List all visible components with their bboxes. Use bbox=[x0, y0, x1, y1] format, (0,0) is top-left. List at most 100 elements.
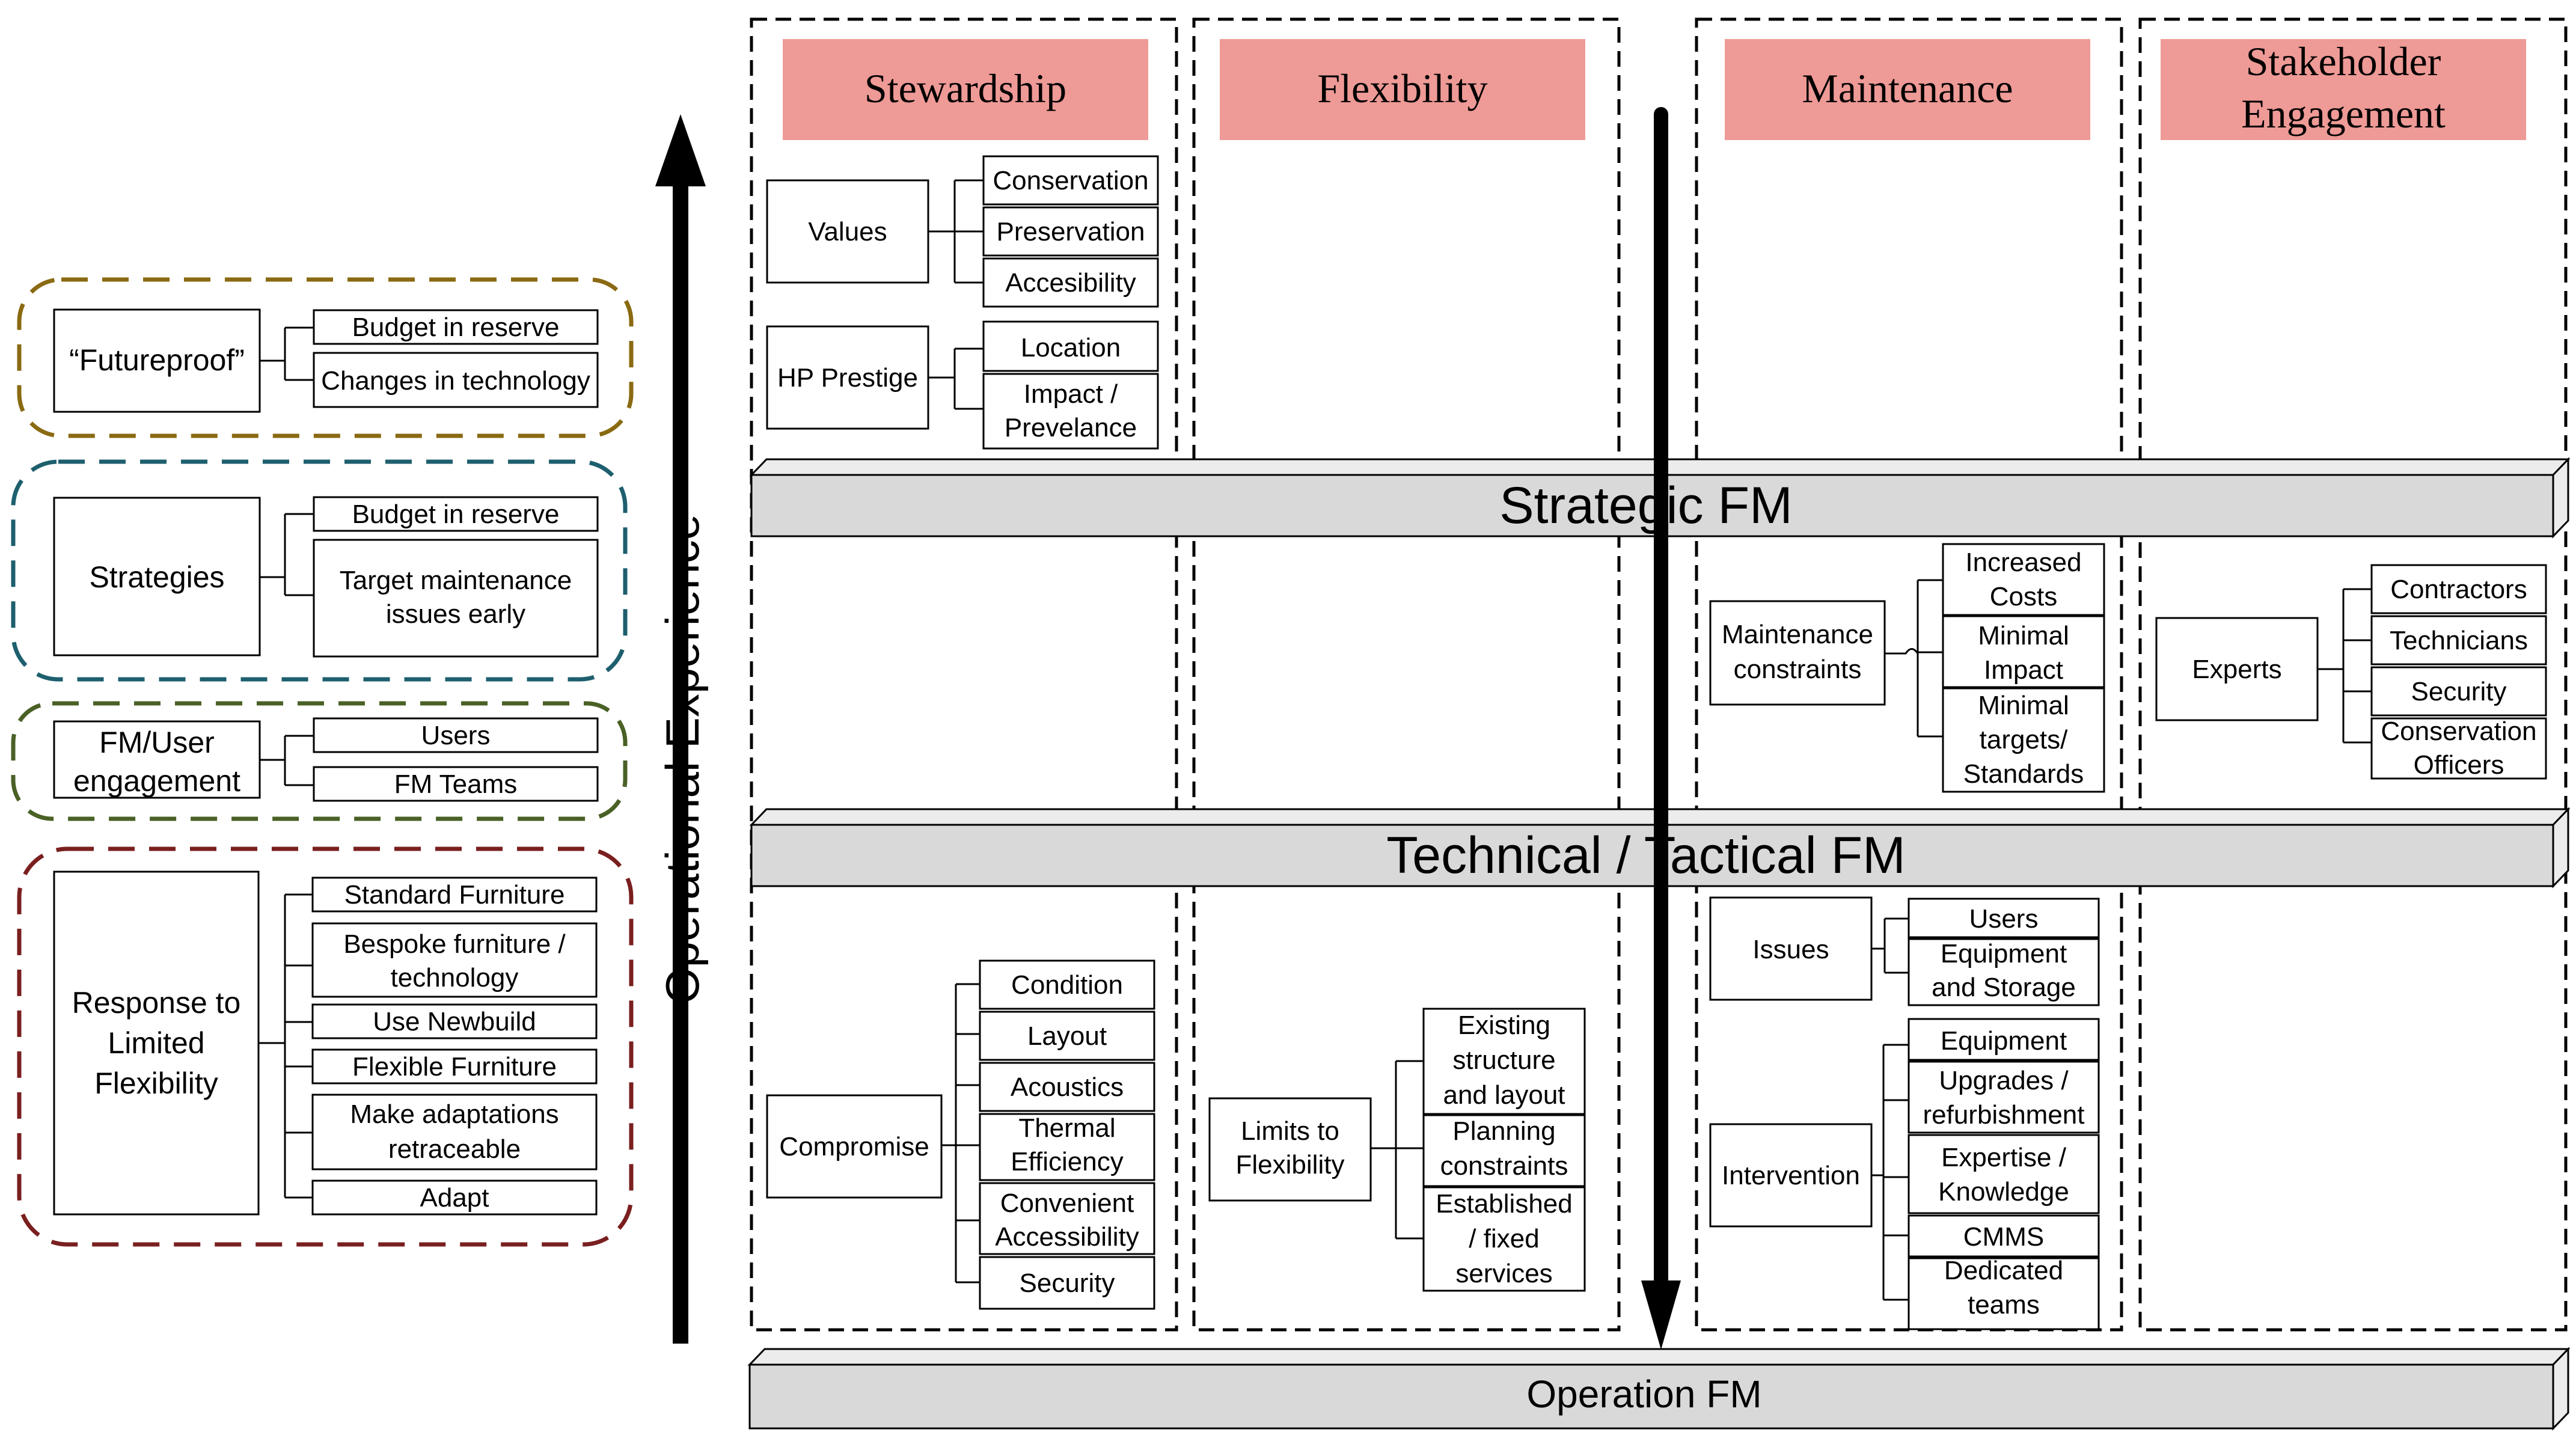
issues-box bbox=[1709, 896, 1873, 1001]
futureproof-label: “Futureproof” bbox=[69, 343, 245, 377]
experts-connector bbox=[2317, 588, 2372, 744]
engagement-item-box bbox=[313, 766, 599, 802]
engagement-label-1: FM/User bbox=[99, 726, 215, 759]
arrow-up-icon bbox=[655, 114, 706, 186]
flexibility-limits: Limits to Flexibility Existing structure… bbox=[1208, 1008, 1586, 1292]
group-strategies-frame bbox=[11, 459, 628, 682]
maintenance-constraints: Maintenance constraints Increased Costs … bbox=[1709, 543, 2105, 793]
constraints-item-1b: Costs bbox=[1990, 582, 2057, 611]
strategies-item-box bbox=[313, 539, 599, 658]
futureproof-item-box bbox=[313, 309, 599, 345]
compromise-item-3: Acoustics bbox=[1011, 1072, 1124, 1102]
issues-item-2: Equipment bbox=[1941, 939, 2067, 968]
tactical-label: Technical / Tactical FM bbox=[1386, 827, 1906, 884]
level-strategic: Strategic FM bbox=[749, 457, 2571, 539]
experts-item-2: Technicians bbox=[2390, 626, 2528, 655]
prestige-item-2: Impact / bbox=[1024, 379, 1118, 409]
compromise-item-box bbox=[979, 1256, 1155, 1310]
constraints-item-3: Minimal bbox=[1978, 691, 2069, 720]
response-item-2: Bespoke furniture / bbox=[343, 929, 566, 959]
header-maintenance bbox=[1725, 39, 2090, 140]
group-response-frame bbox=[17, 846, 634, 1247]
compromise-item-4: Thermal bbox=[1018, 1113, 1115, 1143]
engagement-label-2: engagement bbox=[73, 764, 240, 798]
limits-box bbox=[1208, 1097, 1372, 1202]
futureproof-item-box bbox=[313, 352, 599, 408]
operation-bar bbox=[748, 1363, 2554, 1430]
strategies-item-2: Target maintenance bbox=[340, 566, 572, 595]
maintenance-intervention: Intervention Equipment Upgrades / refurb… bbox=[1709, 1018, 2100, 1330]
intervention-item-box bbox=[1908, 1214, 2100, 1258]
limits-label-1: Limits to bbox=[1241, 1116, 1339, 1146]
constraints-item-1: Increased bbox=[1965, 548, 2081, 577]
header-maintenance-label: Maintenance bbox=[1802, 66, 2013, 111]
compromise-item-4b: Efficiency bbox=[1011, 1147, 1124, 1176]
stewardship-values: Values Conservation Preservation Accesib… bbox=[766, 155, 1159, 308]
compromise-item-box bbox=[979, 1062, 1155, 1112]
engagement-item-box bbox=[313, 717, 599, 753]
column-stewardship-frame bbox=[750, 17, 1178, 1332]
response-item-1: Standard Furniture bbox=[344, 880, 565, 910]
group-futureproof: “Futureproof” Budget in reserve Changes … bbox=[17, 277, 634, 438]
limits-connector bbox=[1371, 1060, 1424, 1240]
values-box bbox=[766, 179, 929, 284]
compromise-item-5b: Accessibility bbox=[995, 1222, 1139, 1252]
operational-experience-axis: Operational Experience bbox=[655, 114, 709, 1344]
limits-item-box bbox=[1422, 1008, 1586, 1115]
intervention-item-1: Equipment bbox=[1941, 1026, 2067, 1056]
engagement-item-2: FM Teams bbox=[394, 769, 518, 799]
limits-item-2b: constraints bbox=[1440, 1151, 1568, 1181]
axis-label: Operational Experience bbox=[656, 514, 709, 1004]
intervention-item-3b: Knowledge bbox=[1938, 1177, 2069, 1207]
values-item-3: Accesibility bbox=[1005, 268, 1136, 298]
compromise-connector bbox=[941, 983, 980, 1283]
header-stakeholder-label-1: Stakeholder bbox=[2246, 38, 2441, 84]
compromise-item-2: Layout bbox=[1027, 1021, 1107, 1051]
prestige-connector bbox=[928, 347, 984, 410]
values-connector bbox=[928, 179, 984, 284]
response-label-3: Flexibility bbox=[94, 1066, 218, 1100]
constraints-box bbox=[1709, 600, 1886, 706]
arrow-down-icon bbox=[1641, 1280, 1681, 1350]
intervention-item-3: Expertise / bbox=[1941, 1143, 2067, 1172]
compromise-item-1: Condition bbox=[1011, 970, 1123, 1000]
limits-item-1: Existing bbox=[1458, 1011, 1550, 1040]
values-item-1: Conservation bbox=[993, 166, 1148, 195]
central-down-arrow bbox=[1641, 107, 1681, 1350]
constraints-label-2: constraints bbox=[1734, 655, 1862, 684]
response-item-box bbox=[311, 922, 598, 998]
limits-label-2: Flexibility bbox=[1236, 1150, 1345, 1179]
constraints-connector bbox=[1885, 579, 1943, 738]
operation-bar-top bbox=[747, 1348, 2571, 1366]
futureproof-box bbox=[53, 308, 261, 413]
compromise-item-5: Convenient bbox=[1000, 1189, 1134, 1218]
values-item-box bbox=[982, 206, 1159, 257]
intervention-item-5b: teams bbox=[1968, 1290, 2040, 1320]
prestige-item-box bbox=[982, 373, 1159, 450]
prestige-box bbox=[766, 325, 929, 430]
experts-item-box bbox=[2370, 564, 2547, 614]
limits-item-1b: structure bbox=[1452, 1045, 1555, 1075]
strategies-box bbox=[53, 497, 261, 656]
strategies-item-2b: issues early bbox=[386, 599, 525, 629]
engagement-connector bbox=[260, 735, 314, 786]
constraints-item-box bbox=[1942, 543, 2105, 616]
experts-item-box bbox=[2370, 615, 2547, 665]
group-engagement: FM/User engagement Users FM Teams bbox=[11, 701, 628, 821]
header-flexibility bbox=[1220, 39, 1585, 140]
futureproof-item-1: Budget in reserve bbox=[352, 313, 560, 342]
limits-item-3: Established bbox=[1436, 1189, 1572, 1219]
group-engagement-frame bbox=[11, 701, 628, 821]
intervention-label: Intervention bbox=[1722, 1161, 1860, 1190]
level-tactical: Technical / Tactical FM bbox=[749, 807, 2571, 889]
issues-item-2b: and Storage bbox=[1932, 973, 2076, 1002]
response-item-5b: retraceable bbox=[388, 1134, 521, 1164]
response-item-box bbox=[311, 877, 598, 913]
issues-item-1: Users bbox=[1969, 904, 2039, 934]
compromise-item-box bbox=[979, 1011, 1155, 1061]
engagement-box bbox=[53, 720, 261, 799]
constraints-item-3c: Standards bbox=[1963, 759, 2084, 789]
maintenance-issues: Issues Users Equipment and Storage bbox=[1709, 896, 2100, 1006]
operation-label: Operation FM bbox=[1526, 1372, 1761, 1416]
